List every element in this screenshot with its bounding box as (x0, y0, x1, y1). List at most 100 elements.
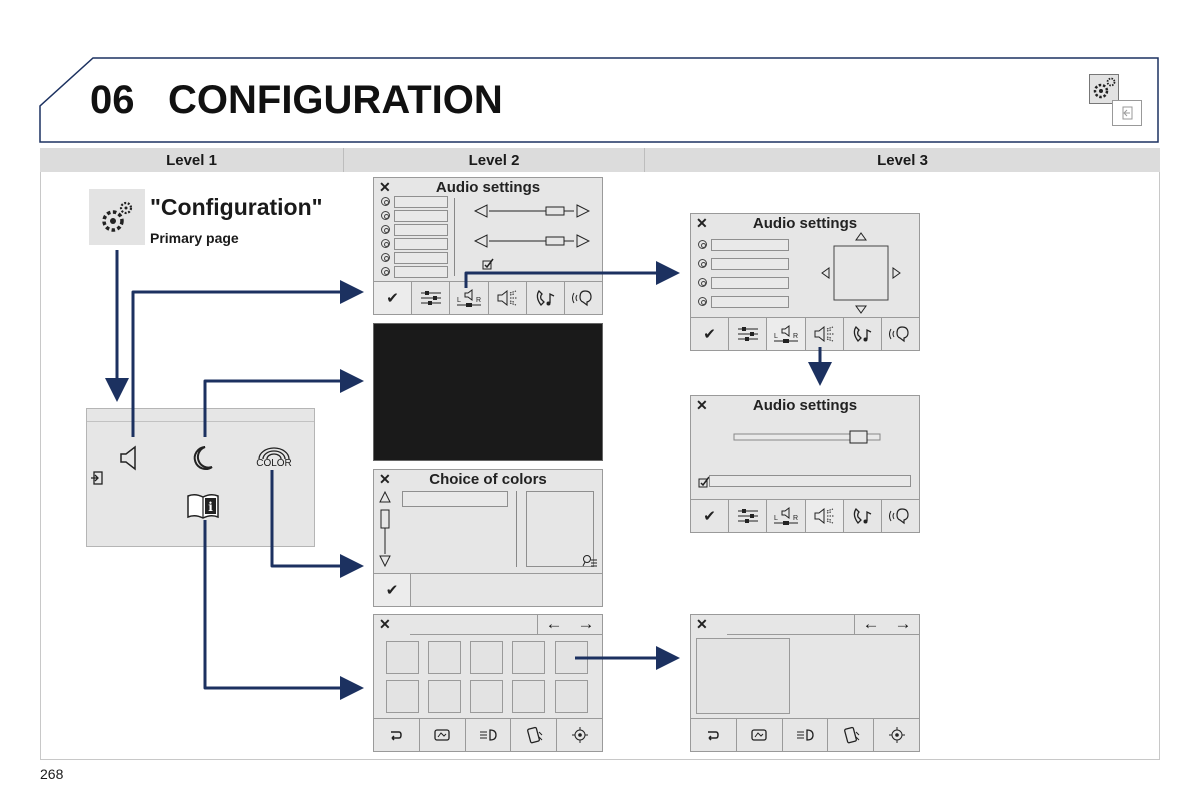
previous-arrow[interactable]: ← (537, 615, 570, 635)
grid-cell[interactable] (512, 641, 545, 674)
option-checkbox[interactable] (698, 476, 710, 488)
camera-icon[interactable] (420, 719, 466, 751)
preset-field-3[interactable] (711, 277, 789, 289)
voice-icon[interactable] (882, 318, 919, 350)
preset-field-1[interactable] (394, 196, 448, 208)
grid-cell[interactable] (555, 680, 588, 713)
preset-radio-1[interactable] (698, 240, 707, 249)
grid-cell[interactable] (512, 680, 545, 713)
configuration-gear-icon[interactable] (89, 189, 145, 245)
title-bar-line (410, 634, 550, 635)
phone-music-icon[interactable] (527, 282, 565, 314)
configuration-heading: "Configuration" (150, 194, 323, 220)
svg-text:R: R (476, 297, 481, 304)
checkmark-icon[interactable]: ✔ (691, 500, 730, 532)
zoom-list-icon[interactable] (582, 554, 598, 568)
close-icon[interactable]: ✕ (379, 179, 391, 195)
surround-icon[interactable] (489, 282, 527, 314)
preset-radio-3[interactable] (381, 225, 390, 234)
grid-cell[interactable] (428, 680, 461, 713)
preset-radio-1[interactable] (381, 197, 390, 206)
back-icon[interactable] (691, 719, 737, 751)
preset-radio-3[interactable] (698, 278, 707, 287)
phone-vibrate-icon[interactable] (828, 719, 875, 751)
preset-radio-2[interactable] (698, 259, 707, 268)
surround-icon[interactable] (805, 500, 844, 532)
phone-music-icon[interactable] (844, 318, 882, 350)
title-bar-line (727, 634, 867, 635)
preset-radio-4[interactable] (698, 297, 707, 306)
exit-icon[interactable] (90, 470, 104, 491)
empty-tab (411, 574, 602, 606)
audio-settings-title: Audio settings (435, 179, 541, 196)
preset-radio-6[interactable] (381, 267, 390, 276)
grid-cell[interactable] (386, 680, 419, 713)
moon-icon[interactable] (188, 444, 214, 477)
checkmark-icon[interactable]: ✔ (691, 318, 730, 350)
target-icon[interactable] (557, 719, 602, 751)
grid-cell[interactable] (470, 680, 503, 713)
next-arrow[interactable]: → (887, 615, 919, 635)
preset-field-2[interactable] (711, 258, 789, 270)
equalizer-icon[interactable] (729, 318, 768, 350)
close-icon[interactable]: ✕ (696, 616, 708, 632)
phone-music-icon[interactable] (844, 500, 882, 532)
color-label: COLOR (256, 458, 292, 469)
grid-tabbar (374, 718, 602, 751)
preset-field-6[interactable] (394, 266, 448, 278)
checkmark-icon[interactable]: ✔ (374, 574, 411, 606)
color-option-field[interactable] (402, 491, 508, 507)
next-arrow[interactable]: → (570, 615, 602, 635)
divider (516, 491, 517, 567)
option-field[interactable] (709, 475, 911, 487)
book-info-icon[interactable]: i (186, 492, 220, 525)
camera-icon[interactable] (737, 719, 783, 751)
close-icon[interactable]: ✕ (696, 397, 708, 413)
preset-field-4[interactable] (711, 296, 789, 308)
phone-vibrate-icon[interactable] (511, 719, 558, 751)
preset-field-2[interactable] (394, 210, 448, 222)
equalizer-icon[interactable] (729, 500, 768, 532)
surround-icon[interactable] (806, 318, 844, 350)
bass-slider[interactable] (474, 204, 590, 218)
speaker-icon[interactable] (118, 444, 140, 477)
preset-radio-4[interactable] (381, 239, 390, 248)
grid-cell[interactable] (428, 641, 461, 674)
ambience-slider[interactable] (733, 430, 883, 444)
preset-radio-5[interactable] (381, 253, 390, 262)
back-icon[interactable] (374, 719, 420, 751)
grid-cell[interactable] (470, 641, 503, 674)
target-icon[interactable] (874, 719, 919, 751)
grid-cell[interactable] (555, 641, 588, 674)
voice-icon[interactable] (882, 500, 919, 532)
preset-field-3[interactable] (394, 224, 448, 236)
headlight-icon[interactable] (466, 719, 512, 751)
preset-field-1[interactable] (711, 239, 789, 251)
grid-cell[interactable] (386, 641, 419, 674)
checkmark-icon[interactable]: ✔ (374, 282, 413, 314)
color-icon[interactable]: COLOR (253, 446, 295, 470)
treble-slider[interactable] (474, 234, 590, 248)
preset-field-4[interactable] (394, 238, 448, 250)
equalizer-icon[interactable] (412, 282, 451, 314)
close-icon[interactable]: ✕ (696, 215, 708, 231)
color-list-scrollbar[interactable] (378, 490, 392, 570)
detail-tabbar (691, 718, 919, 751)
previous-arrow[interactable]: ← (854, 615, 887, 635)
headlight-icon[interactable] (783, 719, 829, 751)
loudness-checkbox[interactable] (482, 258, 494, 270)
preset-radio-2[interactable] (381, 211, 390, 220)
close-icon[interactable]: ✕ (379, 471, 391, 487)
balance-fader-pad[interactable] (821, 232, 901, 316)
preset-field-5[interactable] (394, 252, 448, 264)
primary-page-label: Primary page (150, 230, 239, 246)
close-icon[interactable]: ✕ (379, 616, 391, 632)
voice-icon[interactable] (565, 282, 602, 314)
user-manual-grid-screen: ✕ ← → (373, 614, 603, 752)
